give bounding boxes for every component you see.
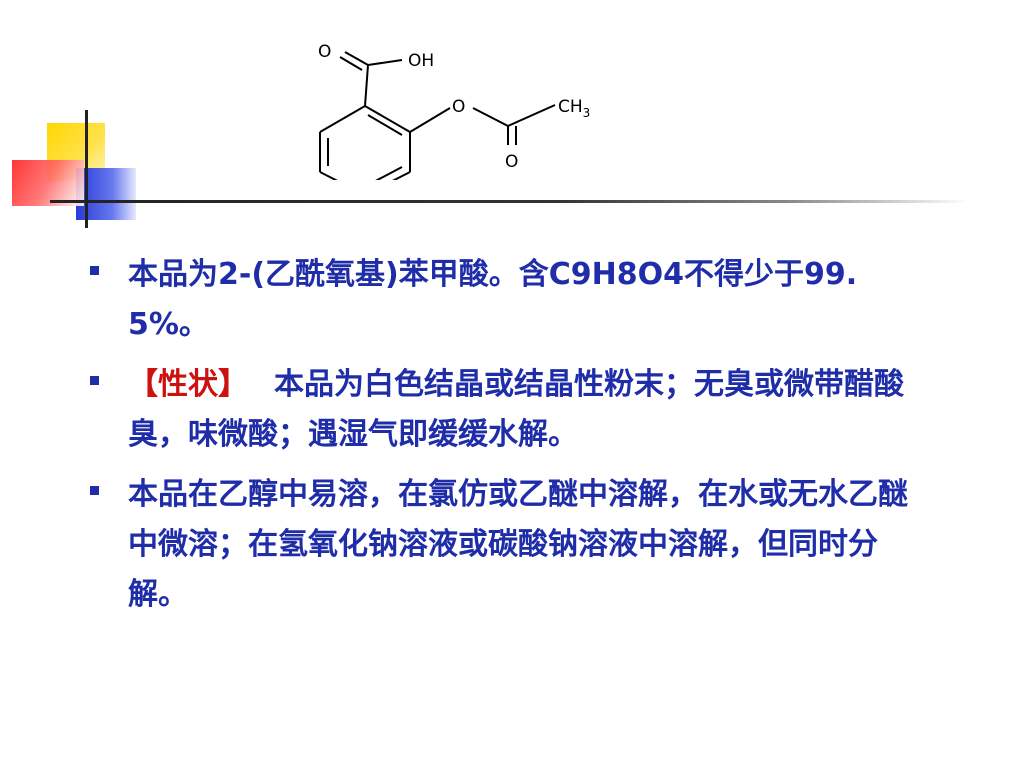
aspirin-structure-diagram: O OH O CH3 O: [318, 42, 590, 180]
bullet-text: 本品在乙醇中易溶，在氯仿或乙醚中溶解，在水或无水乙醚中微溶；在氢氧化钠溶液或碳酸…: [128, 477, 908, 612]
atom-o-top: O: [318, 42, 331, 62]
bullet-icon: [90, 486, 99, 495]
atom-ch-label: CH: [558, 97, 583, 117]
atom-o-ester: O: [452, 97, 465, 117]
bullet-text: 本品为白色结晶或结晶性粉末；无臭或微带醋酸臭，味微酸；遇湿气即缓缓水解。: [128, 367, 904, 452]
decor-vertical-line: [85, 110, 88, 228]
bullet-icon: [90, 376, 99, 385]
atom-o-bottom: O: [505, 152, 518, 172]
atom-oh: OH: [408, 51, 434, 71]
bullet-text-with-label: 【性状】本品为白色结晶或结晶性粉末；无臭或微带醋酸臭，味微酸；遇湿气即缓缓水解。: [128, 360, 920, 460]
list-item: 本品为2-(乙酰氧基)苯甲酸。含C9H8O4不得少于99.5%。: [90, 250, 920, 350]
bullet-list: 本品为2-(乙酰氧基)苯甲酸。含C9H8O4不得少于99.5%。 【性状】本品为…: [90, 250, 920, 630]
decor-red-square: [12, 160, 84, 206]
list-item: 本品在乙醇中易溶，在氯仿或乙醚中溶解，在水或无水乙醚中微溶；在氢氧化钠溶液或碳酸…: [90, 470, 920, 620]
bullet-text: 本品为2-(乙酰氧基)苯甲酸。含C9H8O4不得少于99.5%。: [128, 257, 858, 342]
atom-ch-subscript: 3: [583, 106, 591, 120]
atom-ch: CH3: [558, 97, 590, 120]
bullet-icon: [90, 266, 99, 275]
decor-horizontal-line: [50, 200, 970, 203]
list-item: 【性状】本品为白色结晶或结晶性粉末；无臭或微带醋酸臭，味微酸；遇湿气即缓缓水解。: [90, 360, 920, 460]
section-label: 【性状】: [128, 367, 248, 402]
